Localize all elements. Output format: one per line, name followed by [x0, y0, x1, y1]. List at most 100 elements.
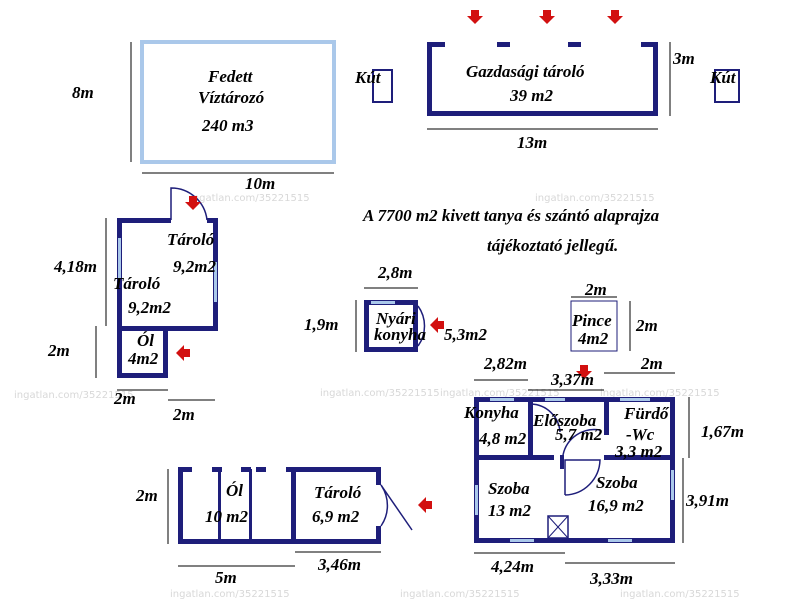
- house-wall-internal: [560, 455, 564, 469]
- pigsty-wall-bottom: [117, 373, 168, 378]
- farm-storage-width-dimension: 13m: [517, 133, 547, 152]
- house-wall-left: [474, 397, 479, 543]
- well-right-outline: [714, 69, 740, 103]
- summer-kitchen-wall-left: [364, 300, 369, 352]
- farm-storage-height-dimension: 3m: [672, 49, 695, 68]
- door-swing: [564, 459, 601, 496]
- watermark: ingatlan.com/35221515: [620, 589, 740, 600]
- house-right-bottom-dimension: 3,91m: [685, 491, 729, 510]
- storage-wall-left: [117, 218, 122, 378]
- entrance-arrow-icon: [539, 10, 555, 24]
- reservoir-height-dimension: 8m: [72, 83, 94, 102]
- entrance-arrow-icon: [185, 196, 201, 210]
- hallway-size: 5,7 m2: [555, 425, 603, 444]
- house-wall-internal: [528, 397, 533, 459]
- house-bottom-right-dimension: 3,33m: [589, 569, 633, 588]
- block-wall-left: [178, 469, 183, 544]
- block-width-left-dimension: 5m: [215, 568, 237, 587]
- farm-storage-wall-bottom: [427, 111, 658, 116]
- house-top-mid-dimension: 3,37m: [550, 370, 594, 389]
- pen-divider: [218, 469, 221, 539]
- summer-kitchen-wall-bottom: [364, 347, 418, 352]
- farm-storage-wall-left: [427, 42, 432, 116]
- window: [214, 262, 217, 302]
- window: [490, 398, 514, 401]
- window: [671, 470, 674, 500]
- cellar-size: 4m2: [577, 329, 609, 348]
- entrance-arrow-icon: [418, 497, 432, 513]
- well-right-label: Kút: [709, 68, 737, 87]
- entrance-arrow-icon: [467, 10, 483, 24]
- watermark: ingatlan.com/35221515: [190, 193, 310, 204]
- door-swing: [562, 428, 601, 456]
- farm-storage-wall-right: [653, 42, 658, 116]
- block-wall-bottom: [178, 539, 381, 544]
- storage-right-dimension: 2m: [172, 405, 195, 424]
- door-swing: [530, 403, 561, 433]
- house-wall-bottom: [474, 538, 675, 543]
- well-left-label: Kút: [354, 68, 382, 87]
- summer-kitchen-size: 5,3m2: [444, 325, 487, 344]
- summer-kitchen-wall-right: [413, 300, 418, 352]
- entrance-arrow-icon: [430, 317, 444, 333]
- room-b-name: Szoba: [596, 473, 638, 492]
- reservoir-outline: [140, 40, 336, 164]
- storage-block-left: 4,18m Tároló 9,2m2 Tároló 9,2m2 Ól 4m2 2…: [47, 187, 218, 424]
- block-width-right-dimension: 3,46m: [317, 555, 361, 574]
- stairs-outline: [547, 515, 569, 539]
- farm-storage-wall-top: [641, 42, 658, 47]
- cellar-outline: [570, 300, 618, 352]
- pigsty-name: Ól: [137, 331, 154, 350]
- window: [545, 398, 565, 401]
- storage-name: Tároló: [314, 483, 361, 502]
- storage-b-size: 9,2m2: [128, 298, 171, 317]
- summer-kitchen-width-dimension: 2,8m: [377, 263, 412, 282]
- house-top-right-dimension: 2m: [640, 354, 663, 373]
- pen-divider: [249, 469, 252, 539]
- cellar: 2m 2m Pince 4m2: [570, 280, 658, 352]
- pen-name: Ól: [226, 481, 243, 500]
- kitchen-size: 4,8 m2: [478, 429, 527, 448]
- room-b-size: 16,9 m2: [588, 496, 644, 515]
- window: [620, 398, 650, 401]
- reservoir-building: Fedett Víztározó 240 m3 8m 10m: [72, 40, 336, 193]
- entrance-arrow-icon: [607, 10, 623, 24]
- farm-storage-wall-top: [427, 42, 445, 47]
- block-wall-top: [212, 467, 222, 472]
- farm-storage-name: Gazdasági tároló: [466, 62, 585, 81]
- bathroom-name-line2: -Wc: [626, 425, 655, 444]
- cellar-height-dimension: 2m: [635, 316, 658, 335]
- storage-wall-top: [117, 218, 171, 223]
- pigsty-wall-right: [163, 326, 168, 378]
- watermark: ingatlan.com/35221515: [320, 388, 440, 399]
- well-left: Kút: [354, 68, 393, 103]
- block-wall-right: [376, 526, 381, 544]
- room-a-name: Szoba: [488, 479, 530, 498]
- summer-kitchen-height-dimension: 1,9m: [304, 315, 338, 334]
- summer-kitchen-name-line1: Nyári: [375, 309, 416, 328]
- watermark: ingatlan.com/35221515: [600, 388, 720, 399]
- reservoir-name-line2: Víztározó: [198, 88, 264, 107]
- block-wall-top: [241, 467, 251, 472]
- block-wall-right: [376, 469, 381, 485]
- window: [475, 485, 478, 515]
- house-wall-internal: [604, 397, 609, 435]
- farm-storage-wall-top: [568, 42, 581, 47]
- block-wall-top: [256, 467, 266, 472]
- reservoir-name-line1: Fedett: [207, 67, 254, 86]
- house-bottom-left-dimension: 4,24m: [490, 557, 534, 576]
- storage-size: 6,9 m2: [312, 507, 360, 526]
- cellar-name: Pince: [571, 311, 612, 330]
- house-wall-internal: [604, 455, 675, 460]
- reservoir-width-dimension: 10m: [245, 174, 275, 193]
- storage-block-bottom: 2m Ól 10 m2 Tároló 6,9 m2 5m 3,46m: [135, 467, 432, 587]
- watermark: ingatlan.com/35221515: [535, 193, 655, 204]
- plan-note-line2: tájékoztató jellegű.: [487, 236, 618, 255]
- block-wall-top: [286, 467, 381, 472]
- room-a-size: 13 m2: [488, 501, 531, 520]
- storage-a-name: Tároló: [167, 230, 214, 249]
- storage-a-size: 9,2m2: [173, 257, 216, 276]
- block-wall-divider: [291, 469, 296, 544]
- farm-storage-size: 39 m2: [509, 86, 553, 105]
